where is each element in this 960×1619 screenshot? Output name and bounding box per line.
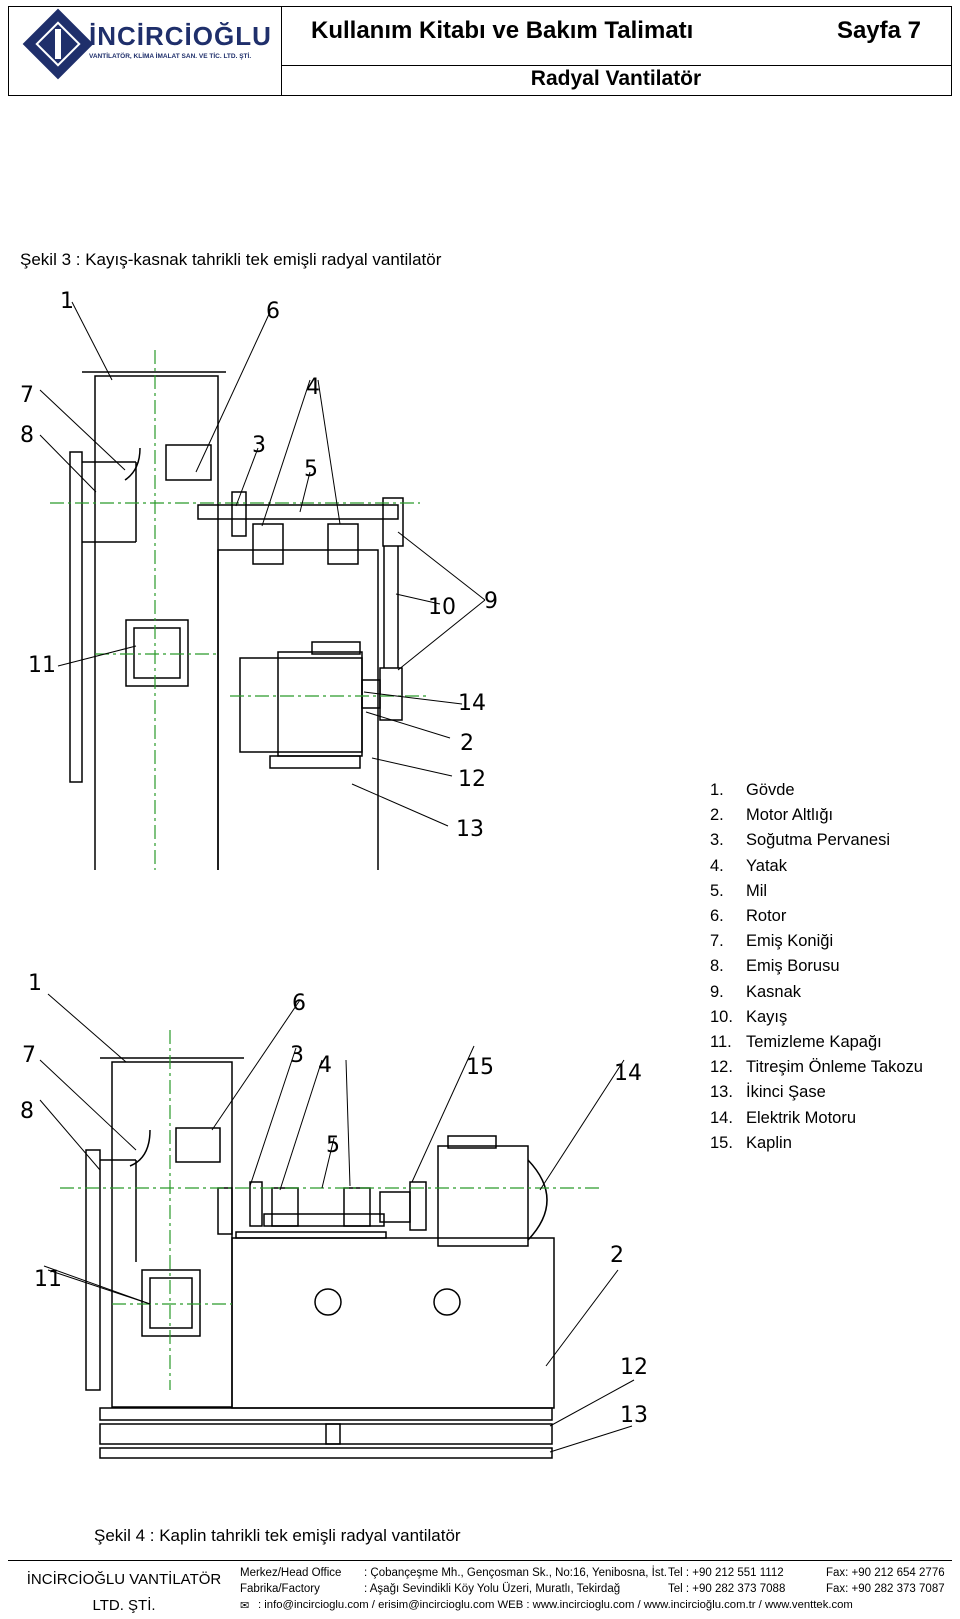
legend-item: 12.Titreşim Önleme Takozu [710, 1058, 923, 1077]
office-label: Merkez/Head Office [240, 1567, 342, 1579]
logo-subtext: VANTİLATÖR, KLİMA İMALAT SAN. VE TİC. LT… [89, 53, 252, 60]
fig4-label-4: 4 [318, 1053, 332, 1078]
legend-item: 2.Motor Altlığı [710, 806, 834, 825]
company-logo: İNCİRCİOĞLU VANTİLATÖR, KLİMA İMALAT SAN… [9, 7, 282, 95]
fig3-label-2: 2 [460, 731, 474, 756]
contact-line: : info@incircioglu.com / erisim@incircio… [258, 1599, 853, 1611]
legend-item: 5.Mil [710, 881, 768, 900]
parts-legend: 1.Gövde 2.Motor Altlığı 3.Soğutma Pervan… [710, 778, 923, 1156]
office-address: : Çobançeşme Mh., Gençosman Sk., No:16, … [364, 1567, 667, 1579]
legend-item: 9.Kasnak [710, 982, 802, 1001]
factory-fax: Fax: +90 282 373 7087 [826, 1583, 945, 1595]
fig4-label-7: 7 [22, 1043, 36, 1068]
fig4-label-13: 13 [620, 1403, 648, 1428]
fig4-label-11: 11 [34, 1267, 62, 1292]
fig3-label-7: 7 [20, 383, 34, 408]
page-number: Sayfa 7 [836, 17, 921, 44]
fig4-label-1: 1 [28, 971, 42, 996]
fig3-label-12: 12 [458, 767, 486, 792]
legend-item: 15.Kaplin [710, 1133, 792, 1152]
fig3-label-14: 14 [458, 691, 486, 716]
legend-item: 4.Yatak [710, 856, 787, 875]
company-name-line2: LTD. ŞTİ. [92, 1597, 156, 1614]
fig3-label-1: 1 [60, 289, 74, 314]
fig3-label-13: 13 [456, 817, 484, 842]
legend-item: 11.Temizleme Kapağı [710, 1033, 882, 1052]
legend-item: 7.Emiş Koniği [710, 932, 834, 951]
footer-company: İNCİRCİOĞLU VANTİLATÖR LTD. ŞTİ. [16, 1567, 232, 1619]
document-title: Kullanım Kitabı ve Bakım Talimatı [311, 17, 694, 44]
legend-item: 1.Gövde [710, 781, 795, 799]
fig4-label-15: 15 [466, 1055, 494, 1080]
factory-label: Fabrika/Factory [240, 1583, 320, 1595]
fig3-label-10: 10 [428, 595, 456, 620]
figure3-drawing: 1 6 4 7 8 3 5 10 9 11 14 2 12 13 [20, 289, 498, 870]
fig3-label-6: 6 [266, 299, 280, 324]
document-subtitle: Radyal Vantilatör [530, 67, 702, 90]
figure3-caption: Şekil 3 : Kayış-kasnak tahrikli tek emiş… [20, 250, 442, 269]
fig3-label-4: 4 [306, 375, 320, 400]
page-footer: İNCİRCİOĞLU VANTİLATÖR LTD. ŞTİ. Merkez/… [8, 1560, 952, 1617]
fig4-label-3: 3 [290, 1043, 304, 1068]
logo-graphic [22, 8, 94, 80]
mail-icon: ✉ [240, 1600, 250, 1612]
fig3-label-11: 11 [28, 653, 56, 678]
legend-item: 3.Soğutma Pervanesi [710, 831, 890, 850]
company-name-line1: İNCİRCİOĞLU VANTİLATÖR [26, 1571, 222, 1588]
figure4-drawing: 1 6 7 3 4 15 14 8 5 11 2 12 13 [20, 971, 648, 1459]
logo-text: İNCİRCİOĞLU [89, 21, 272, 51]
fig4-label-5: 5 [326, 1133, 340, 1158]
page-header: İNCİRCİOĞLU VANTİLATÖR, KLİMA İMALAT SAN… [8, 6, 952, 96]
legend-item: 13.İkinci Şase [710, 1083, 826, 1102]
fig4-label-6: 6 [292, 991, 306, 1016]
fig4-label-2: 2 [610, 1243, 624, 1268]
fig3-label-5: 5 [304, 457, 318, 482]
fig3-label-8: 8 [20, 423, 34, 448]
fig4-label-14: 14 [614, 1061, 642, 1086]
factory-tel: Tel : +90 282 373 7088 [668, 1583, 786, 1595]
legend-item: 6.Rotor [710, 907, 787, 926]
legend-item: 8.Emiş Borusu [710, 957, 840, 976]
figure4-caption: Şekil 4 : Kaplin tahrikli tek emişli rad… [94, 1526, 461, 1545]
title-row: Kullanım Kitabı ve Bakım Talimatı Sayfa … [281, 7, 951, 66]
fig4-label-8: 8 [20, 1099, 34, 1124]
factory-address: : Aşağı Sevindikli Köy Yolu Üzeri, Murat… [364, 1583, 621, 1595]
legend-item: 10.Kayış [710, 1007, 788, 1026]
fig4-label-12: 12 [620, 1355, 648, 1380]
office-fax: Fax: +90 212 654 2776 [826, 1567, 945, 1579]
fig3-label-3: 3 [252, 433, 266, 458]
legend-item: 14.Elektrik Motoru [710, 1108, 857, 1127]
office-tel: Tel : +90 212 551 1112 [668, 1567, 784, 1579]
fig3-label-9: 9 [484, 589, 498, 614]
